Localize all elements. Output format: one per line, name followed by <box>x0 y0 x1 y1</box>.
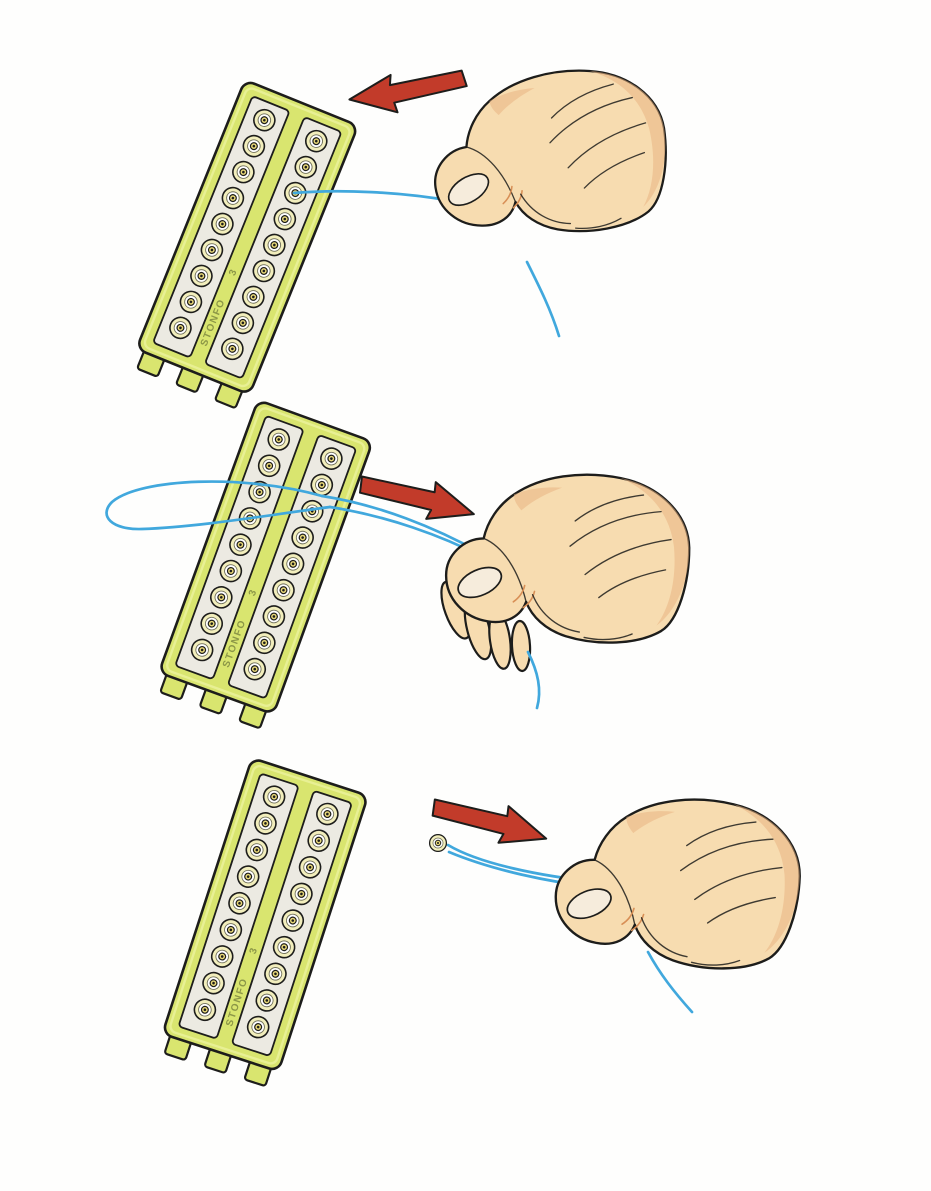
arrow-use <box>427 782 554 858</box>
hand <box>426 63 673 243</box>
thread-tail <box>526 650 541 710</box>
step-1 <box>130 63 673 412</box>
direction-arrow-left <box>345 64 470 120</box>
threading-tool-use <box>130 80 358 411</box>
bead-use <box>428 833 448 853</box>
thread-line <box>292 189 454 203</box>
hand-use <box>440 463 696 650</box>
bead-on-loop <box>428 833 448 853</box>
fingertip <box>510 619 532 673</box>
threading-tool-use <box>153 400 373 731</box>
threading-tool <box>130 80 358 411</box>
arrow-use <box>345 64 470 120</box>
step-3 <box>157 758 809 1089</box>
thread-tail <box>646 950 694 1014</box>
threading-tool-use <box>157 758 368 1089</box>
threading-tool <box>153 400 373 731</box>
hand-use <box>426 63 673 243</box>
hand <box>548 784 809 978</box>
direction-arrow-right <box>427 782 554 858</box>
hand-use <box>548 784 809 978</box>
threading-tool <box>157 758 368 1089</box>
thread-tail <box>525 260 561 338</box>
hand <box>440 463 696 650</box>
thread-loop <box>105 480 332 531</box>
step-2 <box>105 400 696 731</box>
